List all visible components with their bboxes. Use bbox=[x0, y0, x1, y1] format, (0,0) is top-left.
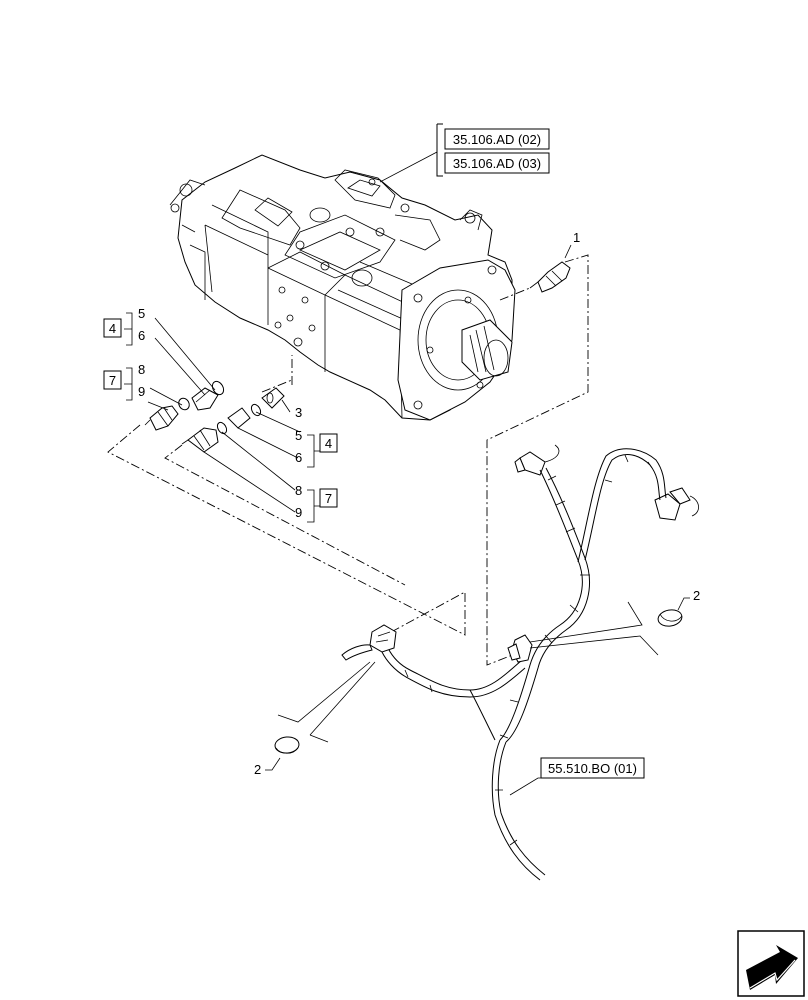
fitting-3 bbox=[261, 387, 285, 409]
reference-box-35-106-ad-02[interactable]: 35.106.AD (02) bbox=[444, 128, 550, 150]
callout-5-upper: 5 bbox=[138, 306, 145, 321]
callout-9-upper: 9 bbox=[138, 384, 145, 399]
callout-3: 3 bbox=[295, 405, 302, 420]
fitting-5-6-lower bbox=[216, 403, 262, 435]
callout-1: 1 bbox=[573, 230, 580, 245]
svg-text:4: 4 bbox=[325, 436, 332, 451]
callout-8-lower: 8 bbox=[295, 483, 302, 498]
svg-text:7: 7 bbox=[109, 373, 116, 388]
hydraulic-pump-assembly bbox=[169, 154, 516, 421]
wire-harness bbox=[341, 444, 699, 881]
fitting-5-6-upper bbox=[178, 380, 225, 411]
svg-text:7: 7 bbox=[325, 491, 332, 506]
reference-box-35-106-ad-03[interactable]: 35.106.AD (03) bbox=[444, 152, 550, 174]
boxed-callout-7-lower[interactable]: 7 bbox=[319, 488, 338, 508]
sensor-8-9-upper bbox=[144, 405, 179, 431]
sensor-8-9-lower bbox=[181, 427, 219, 453]
boxed-callout-7-upper[interactable]: 7 bbox=[103, 370, 122, 390]
connection-line-left-inner bbox=[164, 444, 406, 586]
reference-box-55-510-bo-01[interactable]: 55.510.BO (01) bbox=[540, 757, 645, 779]
reference-bracket-top bbox=[379, 123, 443, 183]
connection-line-left bbox=[107, 355, 466, 638]
svg-text:35.106.AD (03): 35.106.AD (03) bbox=[453, 156, 541, 171]
callout-2-right: 2 bbox=[693, 588, 700, 603]
clip-part-2-right bbox=[657, 609, 683, 627]
pressure-sensor-part-1 bbox=[529, 261, 571, 293]
boxed-callout-4-upper[interactable]: 4 bbox=[103, 318, 122, 338]
clip-part-2-left bbox=[274, 736, 300, 754]
svg-text:4: 4 bbox=[109, 321, 116, 336]
callout-6-lower: 6 bbox=[295, 450, 302, 465]
svg-text:55.510.BO (01): 55.510.BO (01) bbox=[548, 761, 637, 776]
callout-5-lower: 5 bbox=[295, 428, 302, 443]
callout-6-upper: 6 bbox=[138, 328, 145, 343]
svg-text:35.106.AD (02): 35.106.AD (02) bbox=[453, 132, 541, 147]
next-page-arrow-icon[interactable] bbox=[737, 930, 805, 997]
callout-8-upper: 8 bbox=[138, 362, 145, 377]
callout-9-lower: 9 bbox=[295, 505, 302, 520]
boxed-callout-4-lower[interactable]: 4 bbox=[319, 433, 338, 453]
callout-2-left: 2 bbox=[254, 762, 261, 777]
connection-line-sensor-1 bbox=[486, 254, 589, 666]
